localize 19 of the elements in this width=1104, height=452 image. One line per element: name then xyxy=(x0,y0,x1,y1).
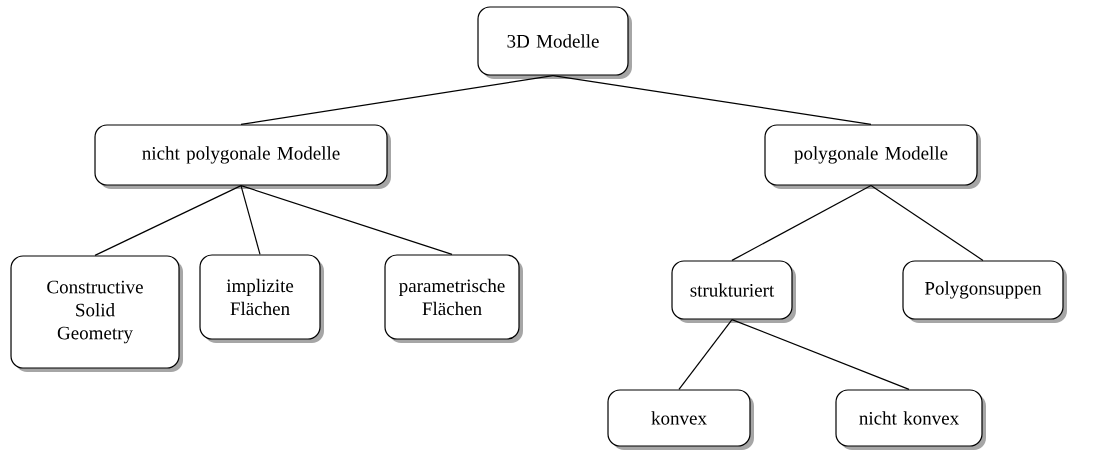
tree-box: polygonale Modelle xyxy=(764,124,981,189)
connector-line xyxy=(678,319,733,390)
connector-line xyxy=(552,75,872,125)
connector-line xyxy=(240,75,554,125)
connector-line xyxy=(731,319,910,390)
connector-line xyxy=(94,185,242,256)
connector-line xyxy=(240,185,453,255)
tree-box: strukturiert xyxy=(671,260,796,323)
connector-line xyxy=(731,185,872,261)
connector-line xyxy=(240,185,261,255)
tree-box: parametrische Flächen xyxy=(384,254,523,343)
tree-box: konvex xyxy=(607,389,754,450)
connector-line xyxy=(870,185,984,261)
tree-box: Constructive Solid Geometry xyxy=(10,255,183,372)
tree-box: nicht polygonale Modelle xyxy=(94,124,391,189)
tree-box: Polygonsuppen xyxy=(902,260,1067,323)
tree-box: implizite Flächen xyxy=(199,254,324,343)
tree-box: nicht konvex xyxy=(835,389,986,450)
tree-box: 3D Modelle xyxy=(477,6,632,79)
